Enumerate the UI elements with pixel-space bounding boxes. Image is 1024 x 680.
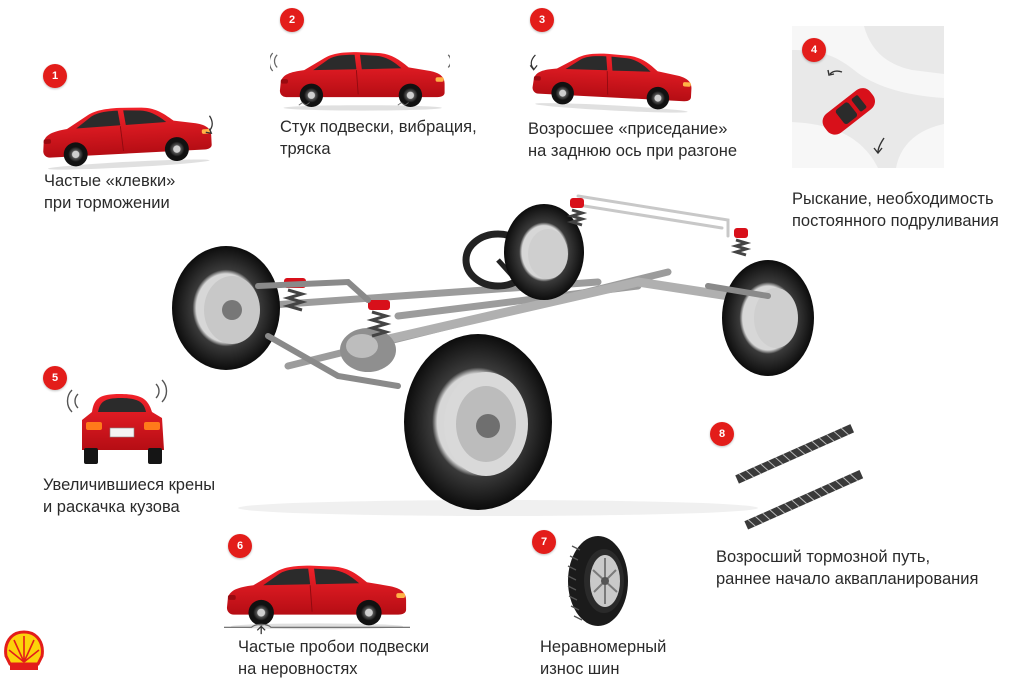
badge-8: 8 bbox=[710, 422, 734, 446]
tire-wear-icon bbox=[562, 534, 634, 628]
shell-logo-icon bbox=[0, 628, 48, 676]
badge-6: 6 bbox=[228, 534, 252, 558]
car-bottoming-icon bbox=[224, 556, 410, 636]
car-squat-icon bbox=[525, 46, 695, 116]
caption-8: Возросший тормозной путь,раннее начало а… bbox=[716, 548, 979, 588]
badge-5: 5 bbox=[43, 366, 67, 390]
caption-1: Частые «клевки»при торможении bbox=[44, 172, 176, 212]
badge-3: 3 bbox=[530, 8, 554, 32]
badge-1: 1 bbox=[43, 64, 67, 88]
car-rear-roll-icon bbox=[64, 378, 184, 470]
badge-7: 7 bbox=[532, 530, 556, 554]
caption-3: Возросшее «приседание»на заднюю ось при … bbox=[528, 120, 738, 160]
chassis-suspension-illustration bbox=[168, 186, 828, 516]
skid-marks-icon bbox=[728, 424, 868, 534]
badge-2: 2 bbox=[280, 8, 304, 32]
car-vibration-icon bbox=[270, 44, 450, 116]
road-curve-tile: 4 bbox=[792, 26, 944, 168]
car-braking-dive-icon bbox=[40, 100, 215, 172]
caption-2: Стук подвески, вибрация,тряска bbox=[280, 118, 477, 158]
badge-4: 4 bbox=[802, 38, 826, 62]
